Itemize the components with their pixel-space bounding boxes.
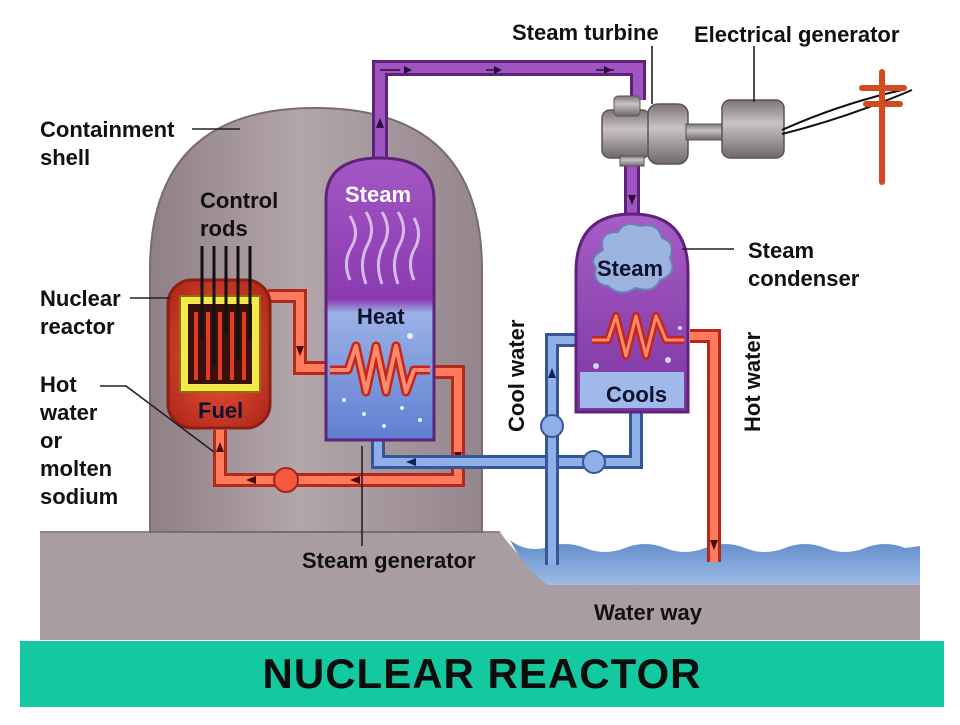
condenser-steam-label: Steam [597, 256, 663, 281]
hot-water-label-1: Hot [40, 372, 77, 397]
fuel-label: Fuel [198, 398, 243, 423]
control-rods-label-2: rods [200, 216, 248, 241]
control-rods [200, 246, 252, 366]
power-pole-icon [859, 69, 907, 185]
steam-condenser-label-2: condenser [748, 266, 860, 291]
steam-generator-label: Steam generator [302, 548, 476, 573]
hot-water-vertical-label: Hot water [740, 331, 765, 432]
hot-water-label-2: water [39, 400, 98, 425]
steam-turbine-label: Steam turbine [512, 20, 659, 45]
containment-shell-label-2: shell [40, 145, 90, 170]
hot-water-label-5: sodium [40, 484, 118, 509]
title-banner: NUCLEAR REACTOR [20, 641, 944, 707]
steam-generator-steam-label: Steam [345, 182, 411, 207]
containment-shell-label-1: Containment [40, 117, 175, 142]
control-rods-label-1: Control [200, 188, 278, 213]
hot-water-label-4: molten [40, 456, 112, 481]
nuclear-reactor [166, 246, 272, 430]
electrical-generator-label: Electrical generator [694, 22, 900, 47]
water-way [510, 540, 920, 585]
nuclear-reactor-label-2: reactor [40, 314, 115, 339]
cools-label: Cools [606, 382, 667, 407]
electrical-generator [721, 89, 913, 159]
steam-condenser-label-1: Steam [748, 238, 814, 263]
cool-water-label: Cool water [504, 319, 529, 432]
nuclear-reactor-label-1: Nuclear [40, 286, 121, 311]
steam-turbine [601, 95, 727, 167]
heat-label: Heat [357, 304, 405, 329]
hot-water-label-3: or [40, 428, 62, 453]
page-title: NUCLEAR REACTOR [262, 650, 702, 697]
steam-generator-vessel [324, 156, 436, 442]
condenser-vessel [574, 212, 690, 414]
leader-lines [100, 46, 755, 546]
hot-water-out-pipe [690, 329, 721, 562]
water-way-label: Water way [594, 600, 703, 625]
hot-water-loop [213, 289, 465, 493]
